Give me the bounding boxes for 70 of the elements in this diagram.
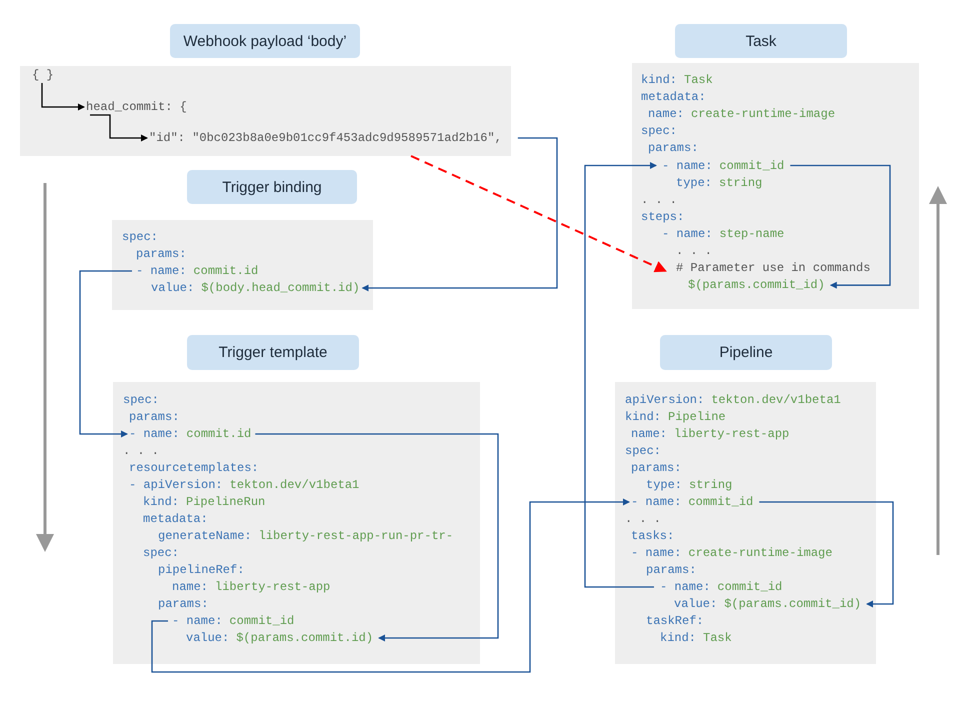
code-line: params:: [129, 409, 180, 425]
code-line: params:: [646, 562, 696, 578]
connector-arrow: [79, 270, 132, 438]
code-line: - name: commit_id: [631, 494, 754, 510]
code-line: spec:: [123, 392, 160, 408]
code-line: kind: PipelineRun: [143, 494, 266, 510]
code-line: value: $(body.head_commit.id): [151, 280, 360, 296]
code-line: params:: [158, 596, 208, 612]
code-line: resourcetemplates:: [129, 460, 259, 476]
code-line: # Parameter use in commands: [676, 260, 870, 276]
connector-arrow: [410, 155, 667, 272]
connector-arrow: [255, 433, 499, 642]
connector-arrow: [790, 164, 891, 289]
section-heading: Task: [675, 24, 847, 58]
code-line: . . .: [625, 511, 662, 527]
code-line: spec:: [143, 545, 180, 561]
code-line: metadata:: [143, 511, 208, 527]
code-line: { }: [32, 67, 54, 83]
code-line: - name: commit_id: [662, 158, 784, 174]
code-line: - name: commit.id: [136, 263, 258, 279]
connector-arrow: [90, 114, 148, 142]
code-line: . . .: [123, 443, 160, 459]
section-heading: Trigger binding: [187, 170, 357, 204]
code-line: name: liberty-rest-app: [631, 426, 790, 442]
code-line: taskRef:: [646, 613, 704, 629]
code-line: spec:: [625, 443, 662, 459]
code-line: type: string: [676, 174, 762, 191]
code-line: - name: create-runtime-image: [631, 545, 832, 561]
section-heading: Pipeline: [660, 335, 832, 370]
connector-arrow: [759, 501, 894, 608]
section-heading: Trigger template: [187, 335, 359, 370]
code-panel: [113, 382, 480, 664]
code-line: value: $(params.commit.id): [186, 630, 374, 646]
code-panel: [112, 220, 373, 310]
connector-arrow: [584, 162, 657, 588]
connector-arrow: [362, 137, 558, 292]
code-line: . . .: [641, 192, 678, 208]
code-line: - name: commit_id: [172, 613, 294, 629]
code-line: value: $(params.commit_id): [674, 596, 862, 612]
code-line: params:: [648, 140, 698, 156]
code-line: $(params.commit_id): [688, 277, 825, 294]
code-line: pipelineRef:: [158, 562, 244, 578]
code-line: params:: [136, 246, 186, 262]
code-line: apiVersion: tekton.dev/v1beta1: [625, 392, 841, 408]
code-line: head_commit: {: [86, 99, 187, 115]
code-line: - name: step-name: [662, 226, 784, 242]
code-line: tasks:: [631, 528, 674, 544]
code-panel: [615, 382, 876, 664]
code-line: kind: Task: [641, 72, 713, 88]
code-panel: [632, 63, 919, 309]
code-line: . . .: [676, 243, 712, 259]
code-line: "id": "0bc023b8a0e9b01cc9f453adc9d9589571ad2b16",: [149, 130, 502, 146]
code-line: - apiVersion: tekton.dev/v1beta1: [129, 477, 360, 493]
code-line: kind: Task: [660, 630, 732, 646]
code-line: name: create-runtime-image: [648, 106, 836, 122]
section-heading: Webhook payload ‘body’: [170, 24, 360, 58]
code-line: type: string: [646, 477, 732, 493]
connector-arrow: [41, 83, 85, 110]
code-line: - name: commit.id: [129, 426, 252, 442]
code-panel: [20, 66, 511, 156]
code-line: kind: Pipeline: [625, 409, 726, 425]
code-line: name: liberty-rest-app: [172, 579, 330, 595]
code-line: steps:: [641, 208, 684, 225]
code-line: generateName: liberty-rest-app-run-pr-tr-: [158, 528, 454, 544]
code-line: metadata:: [641, 89, 706, 106]
code-line: spec:: [122, 229, 158, 245]
code-line: - name: commit_id: [660, 579, 782, 595]
code-line: params:: [631, 460, 682, 476]
connector-arrow: [151, 498, 630, 673]
code-line: spec:: [641, 123, 678, 140]
